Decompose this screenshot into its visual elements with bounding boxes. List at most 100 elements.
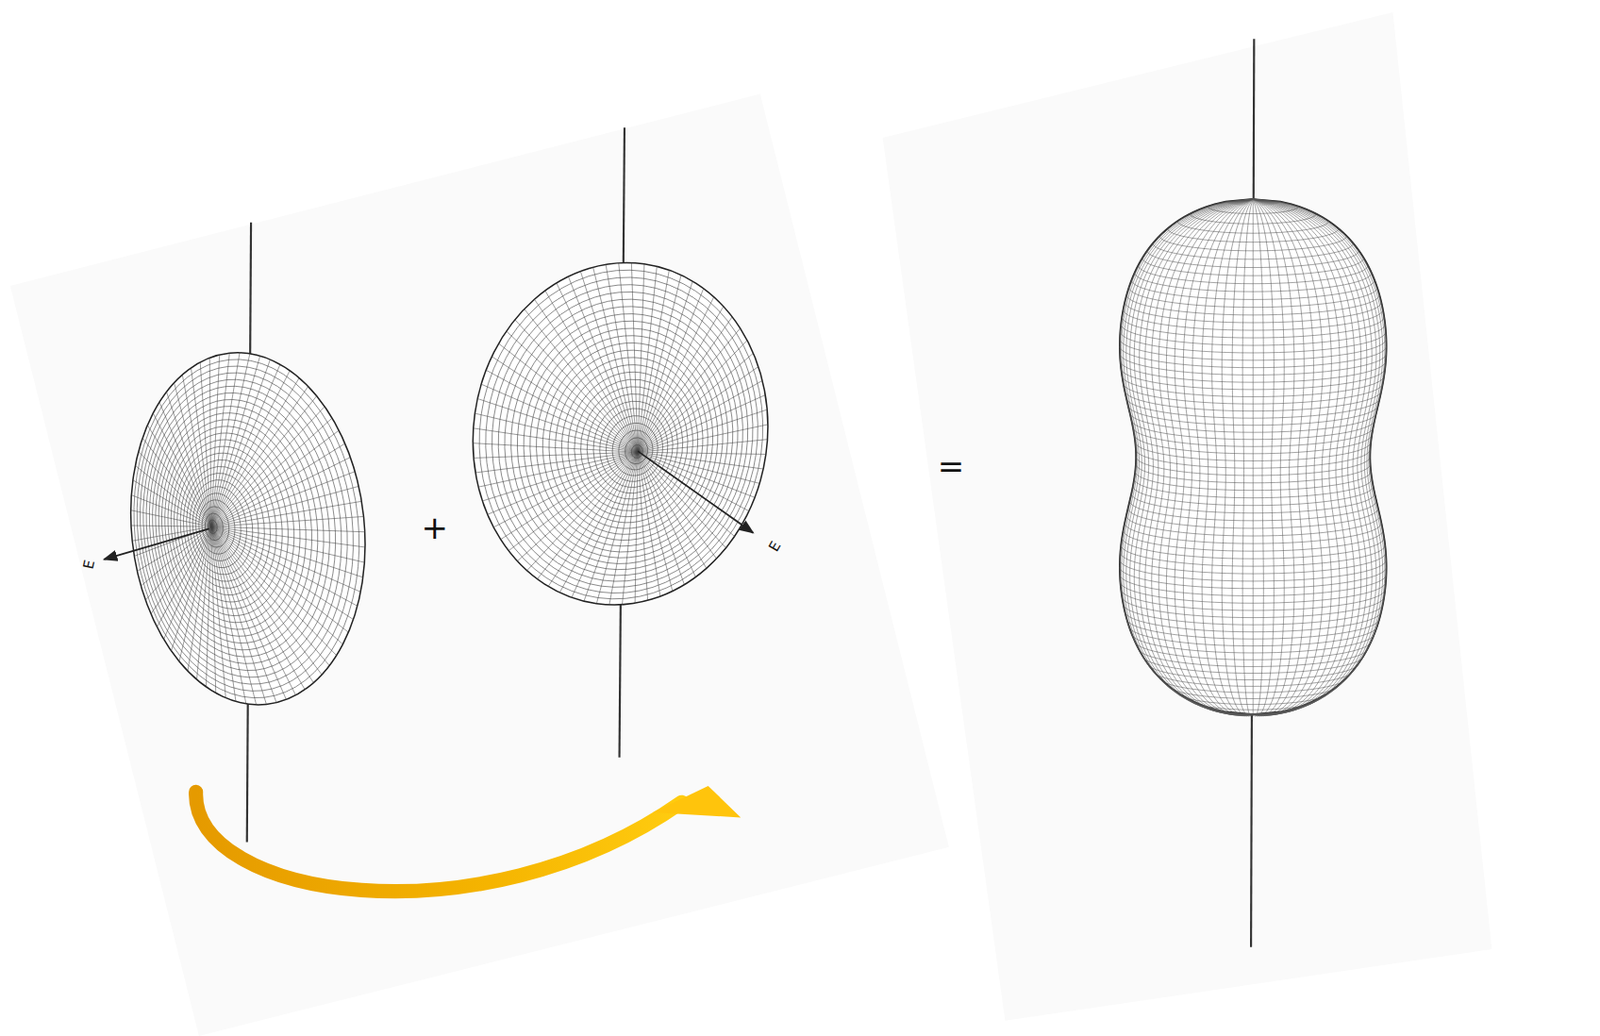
mesh-meridian: [1166, 199, 1253, 716]
mesh-meridian: [1252, 199, 1361, 715]
mesh-spoke: [580, 271, 638, 453]
mesh-spoke: [211, 526, 349, 633]
mesh-spoke: [211, 471, 355, 527]
mesh-spoke: [211, 430, 339, 527]
mesh-spoke: [637, 451, 649, 600]
mesh-spoke: [191, 367, 212, 527]
dipole-pattern: [450, 243, 790, 624]
field-arrow: [103, 528, 209, 559]
mesh-spoke: [637, 281, 693, 452]
mesh-spoke: [515, 319, 638, 452]
mesh-spoke: [637, 424, 768, 452]
mesh-spoke: [150, 526, 212, 614]
mesh-spoke: [571, 451, 638, 598]
mesh-spoke: [637, 451, 755, 498]
mesh-meridian: [1212, 199, 1254, 717]
mesh-spoke: [138, 450, 212, 527]
mesh-meridian: [1252, 199, 1372, 715]
mesh-meridian: [1252, 199, 1367, 715]
mesh-meridian: [1123, 199, 1253, 715]
mesh-spoke: [637, 451, 707, 568]
mesh-spoke: [211, 370, 290, 527]
mesh-spoke: [200, 362, 212, 527]
mesh-spoke: [211, 526, 236, 701]
mesh-spoke: [637, 439, 767, 453]
mesh-spoke: [211, 526, 247, 704]
mesh-meridian: [1252, 199, 1332, 716]
mesh-spoke: [477, 398, 638, 452]
mesh-spoke: [637, 451, 661, 597]
mesh-meridian: [1252, 199, 1348, 716]
mesh-meridian: [1126, 199, 1253, 715]
mesh-spoke: [583, 451, 638, 601]
mesh-spoke: [482, 451, 638, 501]
mesh-spoke: [152, 413, 212, 527]
mesh-meridian: [1192, 199, 1253, 717]
mesh-spoke: [506, 331, 638, 452]
mesh-meridian: [1201, 199, 1253, 717]
mesh-spoke: [637, 451, 764, 469]
mesh-meridian: [1252, 199, 1377, 715]
mesh-ring: [472, 267, 773, 605]
mesh-spoke: [637, 306, 724, 452]
mesh-spoke: [474, 413, 638, 452]
mesh-spoke: [637, 352, 753, 452]
mesh-spoke: [637, 451, 767, 454]
mesh-spoke: [609, 451, 638, 605]
mesh-meridian: [1252, 199, 1254, 717]
mesh-ring: [458, 251, 784, 618]
mesh-meridian: [1139, 199, 1254, 715]
mesh-spoke: [211, 526, 322, 675]
field-arrow: [637, 450, 753, 534]
mesh-spoke: [567, 276, 638, 452]
mesh-spoke: [516, 451, 638, 562]
mesh-spoke: [211, 526, 226, 698]
mesh-meridian: [1252, 199, 1340, 716]
mesh-meridian: [1252, 199, 1323, 716]
mesh-meridian: [1252, 199, 1354, 716]
mesh-spoke: [524, 308, 638, 452]
mesh-spoke: [211, 526, 358, 606]
mesh-spoke: [211, 526, 364, 578]
mesh-spoke: [637, 451, 726, 549]
mesh-spoke: [179, 526, 212, 662]
mesh-spoke: [140, 526, 211, 586]
mesh-spoke: [211, 526, 267, 704]
mesh-spoke: [548, 451, 638, 586]
mesh-meridian: [1252, 199, 1314, 717]
mesh-spoke: [170, 526, 211, 651]
mesh-spoke: [211, 500, 362, 527]
mesh-spoke: [637, 340, 748, 453]
mesh-ring: [465, 259, 778, 611]
mesh-meridian: [1252, 199, 1386, 715]
mesh-meridian: [1252, 199, 1264, 717]
mesh-spoke: [211, 526, 277, 702]
mesh-spoke: [637, 395, 766, 453]
mesh-spoke: [473, 428, 638, 452]
mesh-meridian: [1252, 199, 1304, 717]
mesh-spoke: [527, 451, 638, 571]
mesh-spoke: [131, 525, 212, 527]
mesh-meridian: [1221, 199, 1253, 717]
mesh-spoke: [211, 526, 217, 693]
mesh-spoke: [211, 396, 317, 528]
mesh-spoke: [491, 356, 638, 452]
mesh-spoke: [637, 451, 684, 584]
mesh-spoke: [499, 343, 638, 452]
mesh-meridian: [1252, 199, 1295, 717]
combined-pattern: [1119, 199, 1387, 717]
mesh-spoke: [481, 383, 638, 452]
field-label: E: [82, 558, 99, 570]
mesh-meridian: [1252, 199, 1383, 715]
mesh-spoke: [211, 443, 346, 527]
mesh-spoke: [211, 353, 250, 527]
pattern-outline: [114, 340, 383, 717]
mesh-ring: [117, 348, 376, 710]
mesh-meridian: [1158, 199, 1253, 716]
mesh-spoke: [211, 386, 309, 528]
mesh-meridian: [1232, 199, 1253, 717]
mesh-spoke: [631, 263, 638, 453]
mesh-spoke: [637, 264, 645, 452]
